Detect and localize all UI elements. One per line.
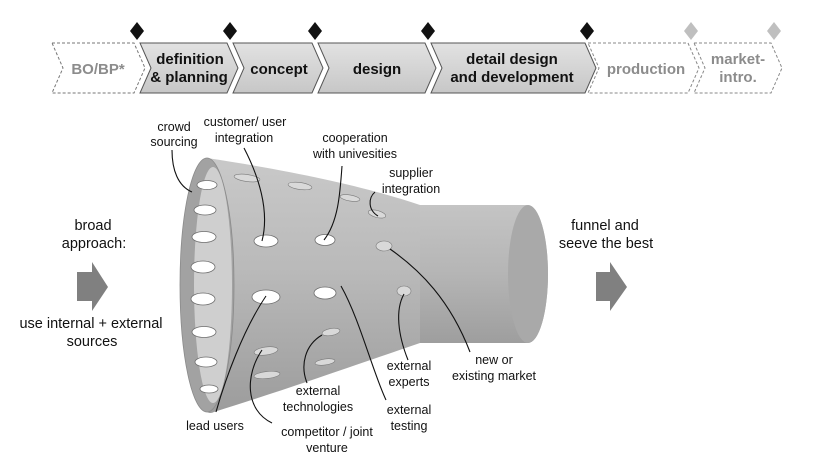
- hole: [313, 286, 337, 300]
- label-competitor-2: venture: [306, 441, 348, 455]
- hole: [199, 384, 219, 394]
- left-text-approach: approach:: [62, 236, 127, 252]
- output-arrow: [596, 262, 627, 311]
- leader-lead-users: [215, 295, 267, 413]
- phase-design-label: design: [353, 61, 401, 78]
- hole: [253, 370, 281, 380]
- leader-crowd-sourcing: [171, 149, 193, 193]
- milestone-diamond: [130, 22, 144, 40]
- phase-production-label: production: [607, 61, 685, 78]
- hole: [191, 231, 217, 243]
- label-experts-1: external: [387, 359, 431, 373]
- phase-detail-design: detail design and development: [430, 42, 597, 94]
- label-technologies-1: external: [296, 384, 340, 398]
- leader-new-market: [389, 248, 471, 353]
- label-technologies-2: technologies: [283, 400, 353, 414]
- milestone-diamond: [580, 22, 594, 40]
- left-text-internal-external: use internal + external: [19, 316, 162, 332]
- label-crowd-2: sourcing: [150, 135, 197, 149]
- funnel-labels: crowd sourcing customer/ user integratio…: [150, 115, 536, 455]
- input-arrow: [77, 262, 108, 311]
- left-text-broad: broad: [74, 218, 111, 234]
- label-supplier-2: integration: [382, 182, 440, 196]
- phase-bo-bp: BO/BP*: [51, 42, 146, 94]
- hole: [191, 326, 217, 338]
- phase-concept-label: concept: [250, 61, 308, 78]
- funnel-mouth-inner: [194, 167, 232, 403]
- hole: [190, 260, 216, 274]
- phase-bar: BO/BP* definition & planning concept des…: [51, 22, 783, 94]
- milestone-diamond: [421, 22, 435, 40]
- hole: [190, 292, 216, 306]
- hole: [233, 173, 261, 183]
- phase-market-intro: market- intro.: [693, 42, 783, 94]
- label-cooperation-1: cooperation: [322, 131, 387, 145]
- hole: [194, 356, 218, 368]
- label-customer-2: integration: [215, 131, 273, 145]
- right-text-seeve: seeve the best: [559, 236, 653, 252]
- phase-market-label-2: intro.: [719, 69, 757, 86]
- hole: [196, 180, 218, 190]
- mouth-holes: [190, 180, 219, 394]
- leader-external-technologies: [303, 334, 323, 384]
- hole: [193, 204, 217, 216]
- milestone-diamond: [223, 22, 237, 40]
- phase-bo-bp-label: BO/BP*: [71, 61, 125, 78]
- hole: [253, 234, 279, 248]
- hole: [251, 289, 281, 305]
- label-testing-2: testing: [391, 419, 428, 433]
- leader-supplier: [369, 191, 379, 217]
- hole: [339, 194, 361, 202]
- label-new-market-1: new or: [475, 353, 513, 367]
- phase-definition-planning: definition & planning: [139, 42, 239, 94]
- milestones: [130, 22, 781, 40]
- funnel: [179, 157, 548, 414]
- left-text-sources: sources: [67, 334, 118, 350]
- label-experts-2: experts: [389, 375, 430, 389]
- right-text-funnel: funnel and: [571, 218, 639, 234]
- phase-design: design: [317, 42, 437, 94]
- hole: [321, 327, 341, 337]
- hole: [396, 285, 412, 297]
- hole: [375, 240, 393, 252]
- leader-customer-user: [243, 147, 266, 242]
- cone-holes: [233, 173, 412, 380]
- label-lead-users: lead users: [186, 419, 244, 433]
- label-crowd-1: crowd: [157, 120, 190, 134]
- phase-detail-label-1: detail design: [466, 51, 558, 68]
- leader-competitor: [249, 349, 273, 424]
- milestone-diamond: [684, 22, 698, 40]
- label-testing-1: external: [387, 403, 431, 417]
- hole: [314, 234, 336, 246]
- hole: [314, 358, 336, 366]
- funnel-tube-end: [508, 205, 548, 343]
- milestone-diamond: [767, 22, 781, 40]
- label-competitor-1: competitor / joint: [281, 425, 373, 439]
- label-customer-1: customer/ user: [204, 115, 287, 129]
- phase-concept: concept: [232, 42, 324, 94]
- leader-cooperation: [323, 165, 343, 241]
- phase-definition-label-2: & planning: [150, 69, 228, 86]
- phase-detail-label-2: and development: [450, 69, 573, 86]
- label-new-market-2: existing market: [452, 369, 537, 383]
- label-supplier-1: supplier: [389, 166, 433, 180]
- funnel-cone: [183, 158, 420, 414]
- phase-production: production: [587, 42, 700, 94]
- leader-lines: [171, 147, 471, 424]
- leader-external-experts: [398, 293, 409, 361]
- leader-external-testing: [340, 285, 387, 401]
- label-cooperation-2: with univesities: [312, 147, 397, 161]
- phase-definition-label-1: definition: [156, 51, 224, 68]
- milestone-diamond: [308, 22, 322, 40]
- hole: [287, 181, 313, 191]
- phase-market-label-1: market-: [711, 51, 765, 68]
